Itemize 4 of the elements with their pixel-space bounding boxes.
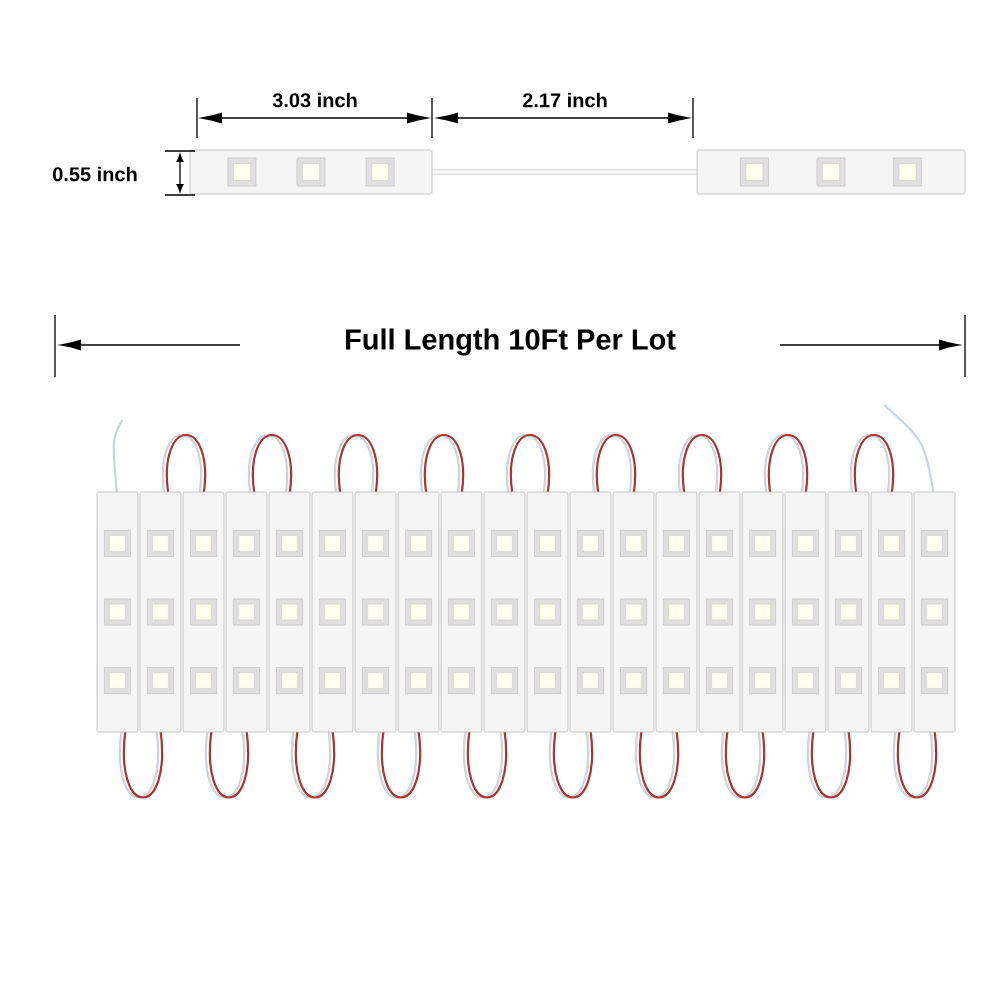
dimension-label: 3.03 inch [272, 92, 357, 108]
dimension-label: Full Length 10Ft Per Lot [346, 328, 676, 356]
dimension-label: 0.55 inch [53, 166, 137, 182]
dimension-label: 2.17 inch [522, 92, 607, 108]
